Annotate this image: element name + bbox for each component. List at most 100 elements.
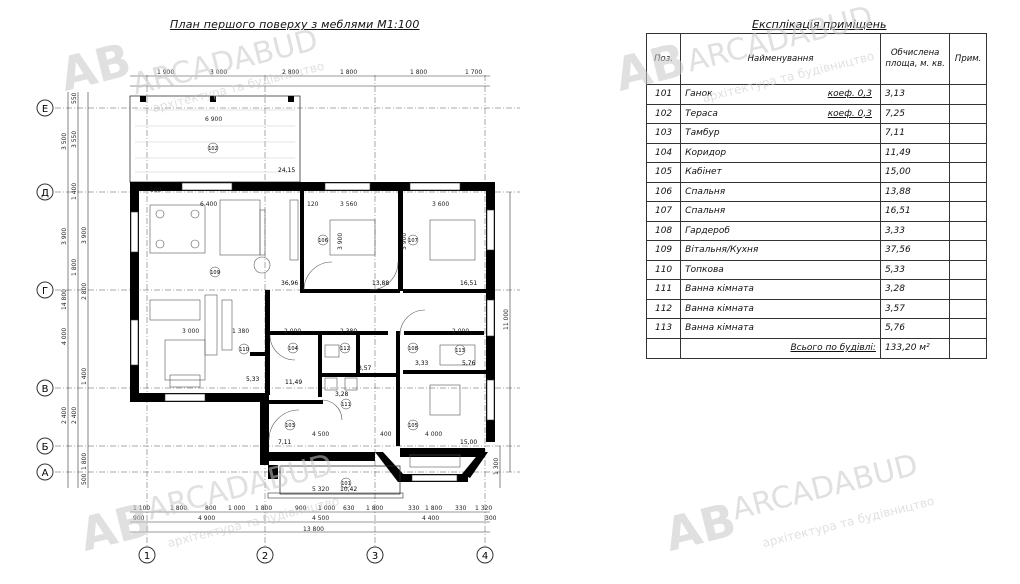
- plan-drawing: Е Д Г В Б А 1 2 3 4 1 900 3 000 2 800 1 …: [36, 69, 520, 564]
- svg-text:1 800: 1 800: [366, 505, 383, 512]
- svg-text:4 000: 4 000: [425, 431, 442, 438]
- row-area: 37,56: [879, 240, 951, 261]
- svg-text:Е: Е: [42, 104, 48, 115]
- svg-text:1 320: 1 320: [475, 505, 492, 512]
- windows: [130, 182, 495, 421]
- row-area: 5,33: [879, 259, 951, 280]
- svg-text:1 380: 1 380: [232, 328, 249, 335]
- axis-letter-G: Г: [36, 281, 54, 299]
- svg-text:В: В: [42, 384, 49, 395]
- svg-text:1: 1: [144, 551, 150, 562]
- svg-text:630: 630: [343, 505, 355, 512]
- svg-text:104: 104: [288, 346, 298, 352]
- svg-text:1 800: 1 800: [340, 69, 357, 76]
- svg-text:2 800: 2 800: [282, 69, 299, 76]
- axis-letter-A: А: [36, 463, 54, 481]
- row-name-text: Топкова: [685, 264, 724, 275]
- svg-text:330: 330: [408, 505, 420, 512]
- row-pos: 108: [645, 220, 682, 241]
- svg-text:6 900: 6 900: [205, 116, 222, 123]
- svg-text:2 000: 2 000: [452, 328, 469, 335]
- header-note: Прим.: [949, 33, 987, 85]
- svg-text:Г: Г: [42, 286, 48, 297]
- row-name: Спальня: [680, 201, 881, 222]
- row-name: Ванна кімната: [680, 298, 881, 319]
- row-note: [949, 318, 987, 339]
- svg-text:1 800: 1 800: [410, 69, 427, 76]
- row-name: Ванна кімната: [680, 279, 881, 300]
- svg-text:Д: Д: [41, 188, 49, 199]
- row-note: [949, 259, 987, 280]
- svg-text:16,51: 16,51: [460, 280, 477, 287]
- row-name: Кабінет: [680, 162, 881, 183]
- row-name: Гардероб: [680, 220, 881, 241]
- svg-text:300: 300: [485, 515, 497, 522]
- svg-text:1 400: 1 400: [71, 183, 78, 200]
- row-name-text: Тераса: [685, 108, 718, 119]
- svg-text:106: 106: [318, 238, 328, 244]
- axis-letter-E: Е: [36, 99, 54, 117]
- row-pos: 113: [645, 318, 682, 339]
- row-pos: 103: [645, 123, 682, 144]
- svg-text:4 500: 4 500: [312, 515, 329, 522]
- row-note: [949, 181, 987, 202]
- watermark-logo: AB: [659, 492, 742, 562]
- svg-text:Б: Б: [42, 442, 49, 453]
- axis-number-3: 3: [366, 546, 384, 564]
- svg-text:1 800: 1 800: [71, 259, 78, 276]
- row-note: [949, 142, 987, 163]
- svg-text:900: 900: [133, 515, 145, 522]
- dimension-lines: [67, 75, 511, 533]
- svg-text:3 500: 3 500: [61, 133, 68, 150]
- svg-text:13 800: 13 800: [303, 526, 324, 533]
- row-name: Вітальня/Кухня: [680, 240, 881, 261]
- axis-number-1: 1: [138, 546, 156, 564]
- watermark-brand: ARCADABUD: [728, 447, 922, 528]
- row-name-text: Вітальня/Кухня: [685, 245, 759, 256]
- header-name: Найменування: [680, 33, 881, 85]
- svg-text:4: 4: [482, 551, 488, 562]
- svg-text:11,49: 11,49: [285, 379, 302, 386]
- row-name: Тамбур: [680, 123, 881, 144]
- svg-text:1 400: 1 400: [81, 368, 88, 385]
- svg-text:900: 900: [295, 505, 307, 512]
- svg-text:3 000: 3 000: [210, 69, 227, 76]
- row-pos: 104: [645, 142, 682, 163]
- exterior-walls: [130, 182, 495, 465]
- row-note: [949, 298, 987, 319]
- row-note: [949, 220, 987, 241]
- row-pos: 111: [645, 279, 682, 300]
- row-name-text: Тамбур: [685, 128, 720, 139]
- left-dimensions: 550 3 550 1 400 3 900 1 800 2 800 1 400 …: [61, 92, 510, 485]
- svg-text:1 300: 1 300: [493, 458, 500, 475]
- svg-text:15,00: 15,00: [460, 439, 477, 446]
- row-name: Спальня: [680, 181, 881, 202]
- svg-text:1 800: 1 800: [425, 505, 442, 512]
- svg-text:3 000: 3 000: [182, 328, 199, 335]
- svg-text:13,88: 13,88: [372, 280, 389, 287]
- svg-text:5 320: 5 320: [312, 486, 329, 493]
- row-area: 7,25: [879, 103, 951, 124]
- row-note: [949, 103, 987, 124]
- svg-text:3 900: 3 900: [81, 227, 88, 244]
- svg-text:103: 103: [285, 423, 295, 429]
- furniture: [149, 199, 476, 468]
- svg-text:330: 330: [455, 505, 467, 512]
- header-area: Обчислена площа, м. кв.: [879, 33, 951, 85]
- svg-text:1 800: 1 800: [81, 453, 88, 470]
- svg-text:2 400: 2 400: [61, 407, 68, 424]
- row-pos: 105: [645, 162, 682, 183]
- inner-dimensions: 6 400 3 560 3 600 3 900 3 900 3 000 1 38…: [150, 187, 469, 493]
- terrace-columns: [140, 96, 294, 102]
- row-area: 3,33: [879, 220, 951, 241]
